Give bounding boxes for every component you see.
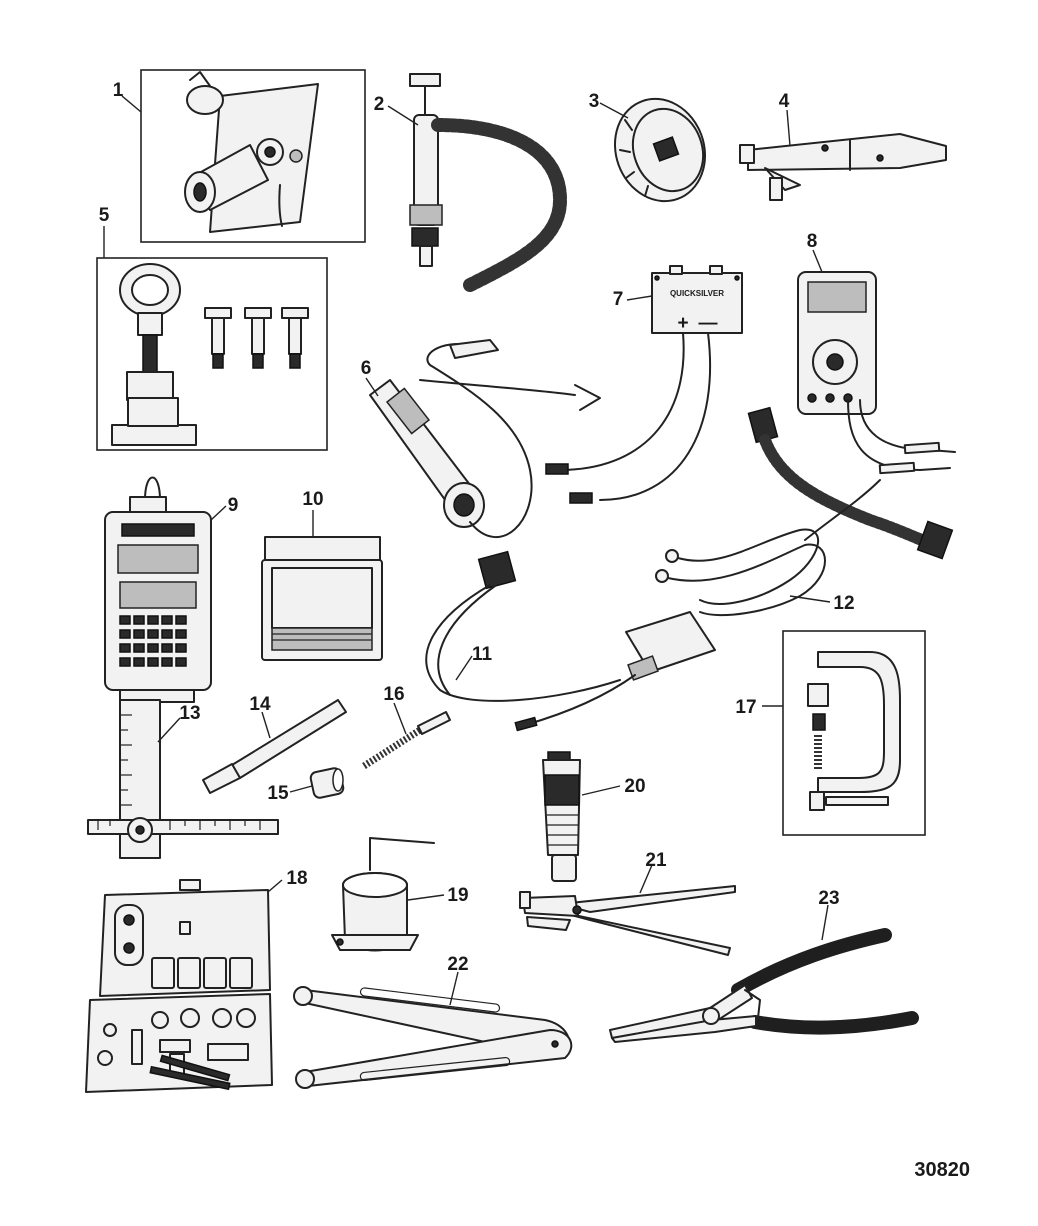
tool-18-kit-case — [85, 879, 273, 1093]
tool-3-square-drive — [652, 136, 680, 162]
tool-23-pivot — [702, 1007, 720, 1025]
tool-7-plus: + — [677, 313, 688, 334]
leader-lines — [103, 95, 831, 1006]
tool-23-handle-top — [731, 928, 892, 997]
callout-18: 18 — [286, 868, 307, 889]
tool-6-clamp — [449, 339, 499, 359]
tool-7-plug-minus — [569, 492, 593, 504]
tool-13-horizontal-scale — [87, 819, 279, 835]
callout-11: 11 — [472, 644, 493, 665]
tool-7-plug-plus — [545, 463, 569, 475]
tool-1-suction-cup — [186, 85, 224, 115]
tool-21-pliers — [519, 885, 736, 956]
callout-15: 15 — [267, 783, 289, 804]
tool-18-lid-slots — [151, 957, 253, 989]
tool-15-sleeve — [309, 767, 345, 799]
tool-11-connector-small — [477, 550, 517, 590]
callout-19: 19 — [447, 885, 468, 906]
tool-5-threaded-rod — [142, 334, 158, 376]
tool-6-timing-light — [369, 339, 601, 538]
callout-14: 14 — [249, 694, 271, 715]
tool-9-display — [117, 544, 199, 574]
tool-17-c-clamp — [782, 630, 926, 836]
tool-2-handle — [409, 73, 441, 87]
tool-23-handle-bottom — [748, 1011, 919, 1035]
callout-22: 22 — [447, 954, 468, 975]
tool-2-pump — [409, 73, 568, 292]
tool-5-lifting-eye-set — [96, 257, 328, 451]
tool-23-snap-ring-pliers — [609, 928, 919, 1043]
tool-18-fittings — [97, 1008, 256, 1091]
callout-23: 23 — [818, 888, 839, 909]
tool-7-minus: — — [699, 313, 718, 334]
tool-4-pin — [769, 177, 783, 201]
tool-14-driver-rod — [202, 699, 347, 794]
callout-17: 17 — [735, 697, 756, 718]
tool-7-junction-box: QUICKSILVER + — — [545, 265, 743, 504]
callout-6: 6 — [361, 358, 372, 379]
callout-16: 16 — [383, 684, 404, 705]
coiled-harness — [747, 406, 954, 560]
tool-12-cable — [655, 479, 881, 617]
tool-7-brand-text: QUICKSILVER — [670, 289, 724, 298]
harness-coil — [759, 434, 941, 551]
tool-11-adapter-harness — [425, 550, 716, 732]
figure-number: 30820 — [914, 1159, 970, 1181]
tool-16-threaded-rod — [362, 711, 451, 769]
tool-17-clamp-body — [817, 651, 901, 793]
tool-20-grease-tube — [542, 751, 581, 882]
tool-5-bolts — [204, 307, 309, 369]
callout-4: 4 — [779, 91, 790, 112]
callout-7: 7 — [613, 289, 624, 310]
tool-3-filter-wrench — [613, 97, 707, 203]
tool-8-display — [807, 281, 867, 313]
callout-5: 5 — [99, 205, 110, 226]
callout-8: 8 — [807, 231, 818, 252]
tool-7-box — [651, 272, 743, 334]
tool-9-handheld-tester — [104, 476, 212, 703]
callout-20: 20 — [624, 776, 645, 797]
callout-13: 13 — [179, 703, 200, 724]
tool-8-multimeter — [797, 271, 956, 475]
tool-4-bracket — [739, 133, 947, 201]
callout-21: 21 — [645, 850, 667, 871]
tool-22-lower-arm — [304, 1029, 573, 1087]
callout-9: 9 — [228, 495, 239, 516]
tool-22-spanner-wrench — [293, 986, 573, 1089]
tool-10-cartridge — [261, 536, 383, 661]
harness-connector-bottom — [916, 520, 954, 560]
tool-1-puller-set — [140, 69, 366, 243]
tool-13-measuring-scale — [87, 699, 279, 859]
tool-2-nozzle — [411, 227, 439, 247]
callout-2: 2 — [374, 94, 385, 115]
callout-12: 12 — [833, 593, 854, 614]
tool-19-cup — [331, 837, 435, 952]
tool-9-keypad — [119, 615, 187, 667]
callout-10: 10 — [302, 489, 323, 510]
callout-3: 3 — [589, 91, 600, 112]
tool-2-hose — [431, 118, 568, 292]
callout-1: 1 — [113, 80, 124, 101]
tool-17-frame — [782, 630, 926, 836]
tool-19-base-flange — [331, 934, 419, 951]
tool-5-frame — [96, 257, 328, 451]
tool-1-frame — [140, 69, 366, 243]
callout-labels: 1 2 3 4 5 6 7 8 9 10 11 12 13 14 15 16 1… — [99, 80, 855, 975]
